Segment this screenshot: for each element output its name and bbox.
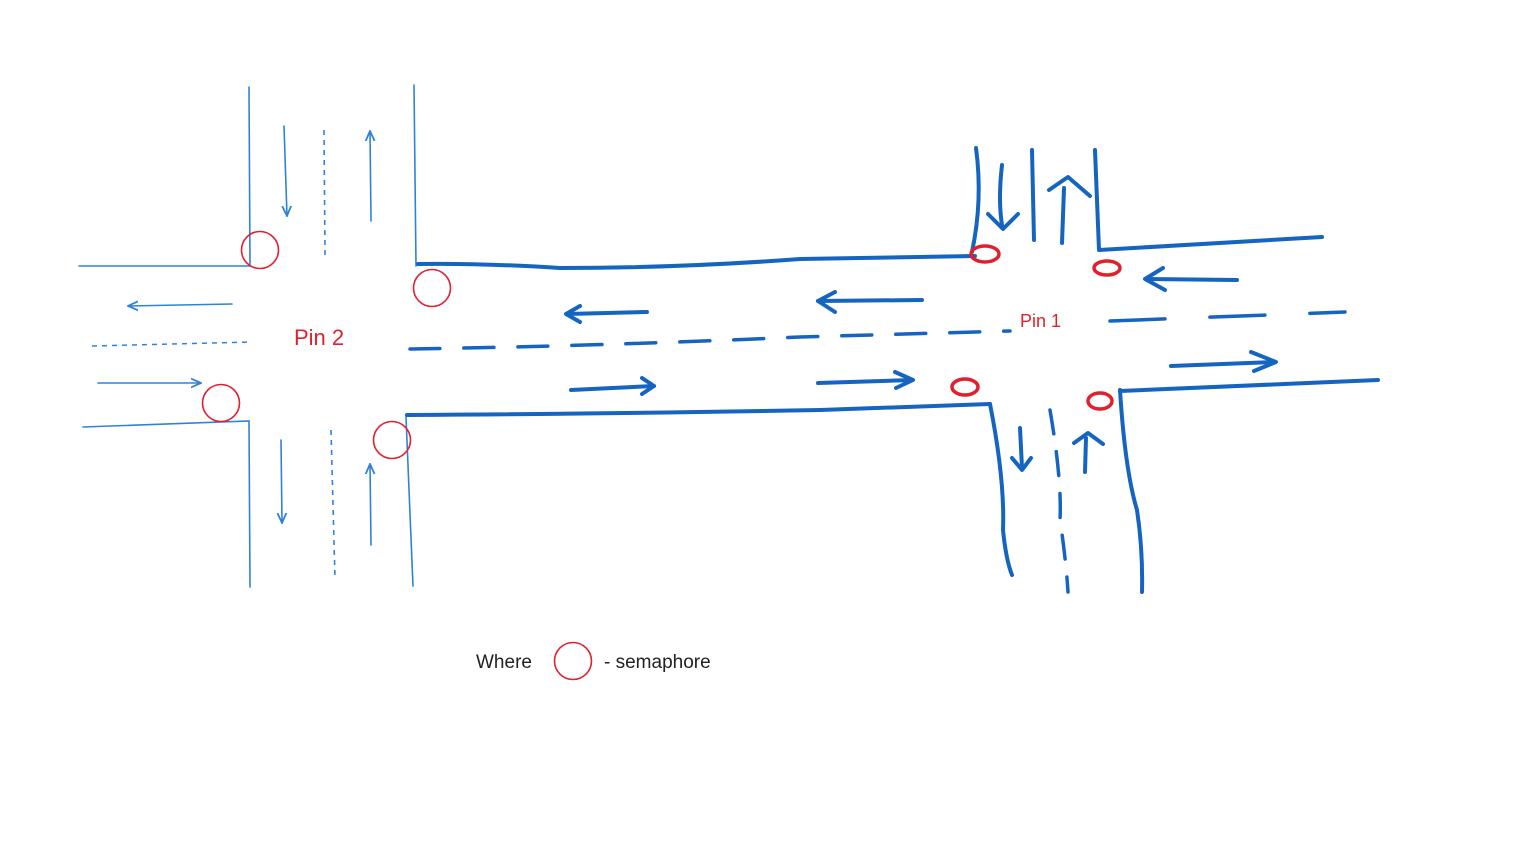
intersection-pin-1: Pin 1 [950,146,1380,594]
road-edge [413,84,417,267]
lane-divider [91,341,253,347]
semaphore-legend-icon [553,641,593,681]
direction-arrow-up-icon [370,464,371,546]
semaphore-icon [950,377,980,397]
direction-arrow-down-icon [284,125,287,216]
semaphore-icon [1086,391,1114,411]
direction-arrow-left-icon [564,304,649,324]
direction-arrow-up-icon [1047,175,1092,245]
road-edge [1093,148,1324,252]
direction-arrow-left-icon [1143,266,1239,292]
road-edge [405,402,992,417]
semaphore-icon [1092,259,1122,277]
road-edge [970,146,981,254]
lane-divider [408,329,1012,351]
semaphore-icon [240,230,280,270]
lane-divider [1048,408,1070,594]
road-edge [82,420,251,588]
road-edge [416,254,977,270]
direction-arrow-up-icon [1072,431,1105,474]
lane-divider [1108,310,1347,323]
direction-arrow-down-icon [281,439,282,523]
lane-divider [323,129,326,256]
direction-arrow-right-icon [1169,350,1278,373]
road-edge [1118,378,1380,594]
legend-suffix: - semaphore [604,652,711,673]
direction-arrow-left-icon [128,304,233,306]
lane-divider [1030,148,1036,242]
connecting-street [405,254,1012,417]
semaphore-icon [412,268,452,308]
road-edge [78,86,251,267]
direction-arrow-down-icon [986,163,1020,231]
direction-arrow-right-icon [569,376,656,396]
semaphore-icon [201,383,241,423]
intersection-pin-2: Pin 2 [78,84,452,588]
road-edge [988,402,1014,577]
direction-arrow-down-icon [1010,426,1033,472]
semaphore-icon [372,420,412,460]
direction-arrow-up-icon [370,131,371,222]
legend: Where - semaphore [476,641,711,681]
lane-divider [330,429,336,579]
direction-arrow-right-icon [816,370,915,390]
legend-prefix: Where [476,652,532,673]
pin-1-label: Pin 1 [1020,311,1061,331]
semaphore-icon [969,244,1001,264]
road-edge [405,416,414,587]
direction-arrow-left-icon [816,290,924,314]
pin-2-label: Pin 2 [294,325,344,350]
